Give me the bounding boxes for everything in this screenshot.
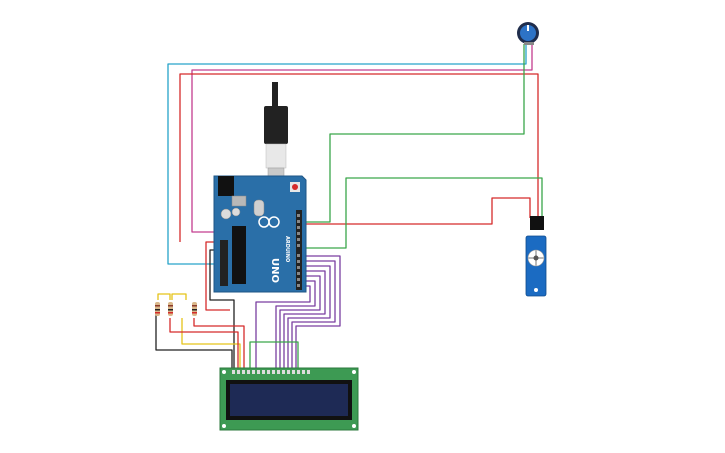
wire-pink-pot[interactable] (191, 44, 533, 233)
wires (155, 44, 543, 368)
wire-cyan-pot[interactable] (167, 44, 527, 265)
lcd-16x2-display[interactable] (219, 367, 359, 431)
wire-red-lcd[interactable] (205, 241, 230, 311)
wire-green-lcd[interactable] (249, 341, 299, 368)
wire-yellow-1[interactable] (157, 293, 171, 300)
wire-red-servo[interactable] (300, 197, 531, 225)
wire-red-top[interactable] (179, 73, 539, 242)
wire-black-res[interactable] (155, 310, 233, 368)
resistor-2[interactable] (168, 302, 173, 316)
brand-text: ARDUINO (284, 236, 290, 262)
resistor-1[interactable] (155, 302, 160, 316)
wire-yellow-lcd[interactable] (181, 318, 241, 368)
micro-servo-icon[interactable] (525, 216, 547, 297)
uno-logo: UNO (269, 258, 280, 283)
wire-green-pot[interactable] (300, 44, 525, 223)
wire-yellow-2[interactable] (171, 293, 187, 300)
resistor-3[interactable] (192, 302, 197, 316)
resistors (155, 302, 197, 316)
purple-ribbon (255, 255, 341, 368)
lcd-screen (230, 384, 348, 416)
wire-green-servo[interactable] (300, 177, 543, 249)
potentiometer-knob-icon[interactable] (517, 22, 539, 45)
arduino-board[interactable]: UNO ARDUINO (213, 82, 307, 293)
wire-red-res-2[interactable] (193, 318, 245, 368)
usb-cable (264, 82, 288, 187)
wire-red-res[interactable] (169, 318, 239, 368)
